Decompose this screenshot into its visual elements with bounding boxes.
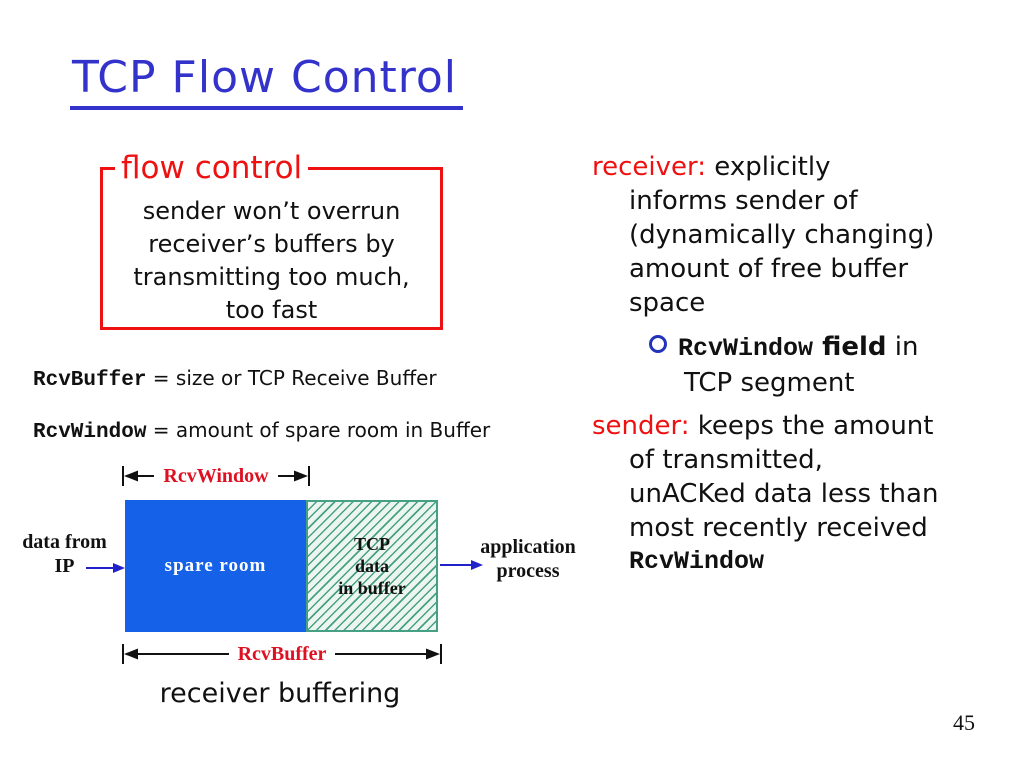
- tcp-data-region: TCP data in buffer: [306, 500, 438, 632]
- data-from-ip-line: IP: [54, 555, 75, 577]
- diagram-caption: receiver buffering: [159, 678, 401, 709]
- receiver-paragraph-line: (dynamically changing): [629, 220, 935, 250]
- spare-room-label: spare room: [164, 555, 267, 576]
- flow-control-box-body: sender won’t overrun receiver’s buffers …: [103, 195, 440, 327]
- sender-text: keeps the amount: [689, 411, 934, 441]
- flow-control-box-title: flow control: [115, 148, 309, 188]
- tcp-data-line: in buffer: [338, 578, 406, 598]
- rcvbuffer-span-label: RcvBuffer: [228, 642, 336, 666]
- rcvwindow-field-bullet: RcvWindow field in: [592, 330, 1024, 366]
- rcvwindow-definition-text: = amount of spare room in Buffer: [146, 418, 491, 442]
- application-process-label: application process: [478, 535, 578, 583]
- receiver-paragraph-line: receiver: explicitly: [592, 150, 1024, 184]
- receiver-paragraph-line: amount of free buffer: [629, 254, 909, 284]
- sender-rcvwindow-mono: RcvWindow: [629, 547, 765, 576]
- flow-control-line: too fast: [225, 296, 318, 324]
- flow-control-line: sender won’t overrun: [142, 197, 401, 225]
- data-from-ip-line: data from: [22, 531, 107, 553]
- flow-control-line: transmitting too much,: [133, 263, 410, 291]
- slide-title-text: TCP Flow Control: [70, 52, 464, 110]
- application-process-line: process: [496, 560, 560, 582]
- rcvwindow-field-mono: RcvWindow: [678, 334, 814, 363]
- right-column: receiver: explicitly informs sender of (…: [592, 150, 1024, 579]
- rcvwindow-field-rest: in: [886, 332, 919, 362]
- rcvbuffer-definition: RcvBuffer = size or TCP Receive Buffer: [33, 366, 437, 392]
- spare-room-region: spare room: [125, 500, 306, 632]
- tcp-data-line: data: [354, 556, 389, 576]
- rcvwindow-field-bold: field: [813, 332, 887, 362]
- page-number: 45: [953, 710, 975, 735]
- rcvwindow-field-bullet-line2: TCP segment: [684, 368, 855, 398]
- tcp-data-line: TCP: [354, 534, 390, 554]
- flow-control-box: flow control sender won’t overrun receiv…: [100, 148, 443, 330]
- receiver-paragraph-line: informs sender of: [629, 186, 858, 216]
- sender-paragraph-line: of transmitted,: [629, 445, 823, 475]
- sender-paragraph-line: unACKed data less than: [629, 479, 939, 509]
- data-in-arrow: [86, 563, 125, 573]
- rcvbuffer-span: RcvBuffer: [122, 642, 442, 666]
- circle-bullet-icon: [649, 335, 667, 353]
- receiver-label: receiver:: [592, 152, 707, 182]
- rcvbuffer-term: RcvBuffer: [33, 369, 147, 392]
- sender-paragraph-line: sender: keeps the amount: [592, 409, 1024, 443]
- rcvbuffer-definition-text: = size or TCP Receive Buffer: [146, 366, 437, 390]
- flow-control-line: receiver’s buffers by: [148, 230, 395, 258]
- receiver-paragraph-line: space: [629, 288, 706, 318]
- receive-buffer-box: spare room TCP data in buffer: [125, 500, 438, 632]
- slide-title: TCP Flow Control: [70, 52, 464, 110]
- rcvwindow-definition: RcvWindow = amount of spare room in Buff…: [33, 418, 490, 444]
- sender-paragraph-line: most recently received: [629, 513, 928, 543]
- rcvwindow-term: RcvWindow: [33, 421, 147, 444]
- rcvwindow-span-label: RcvWindow: [154, 464, 278, 488]
- application-process-line: application: [480, 536, 576, 558]
- data-from-ip-label: data from IP: [22, 530, 107, 578]
- sender-label: sender:: [592, 411, 690, 441]
- receiver-text: explicitly: [706, 152, 831, 182]
- rcvwindow-span: RcvWindow: [122, 464, 310, 488]
- data-out-arrow: [440, 560, 483, 570]
